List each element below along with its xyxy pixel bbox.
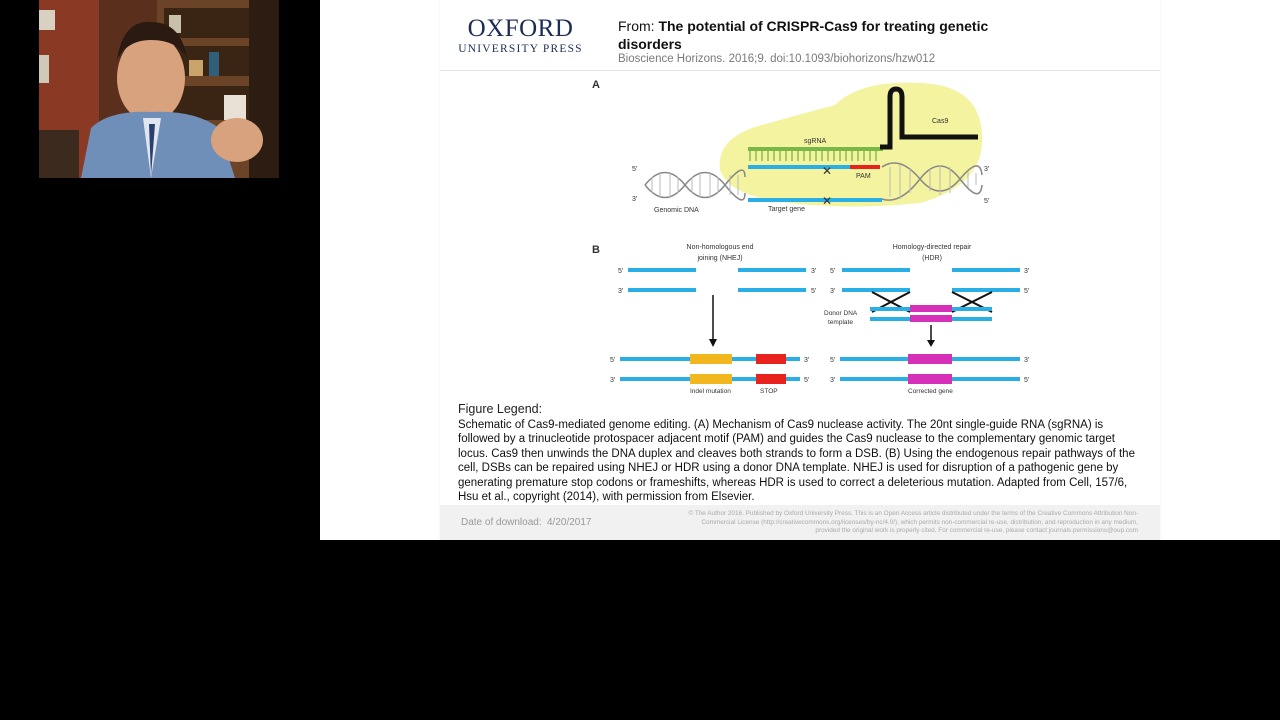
nhej-arrowhead <box>709 339 717 347</box>
figure-legend-text: Schematic of Cas9-mediated genome editin… <box>458 419 1135 504</box>
sgrna-strand <box>748 147 883 161</box>
oxford-logo: OXFORD UNIVERSITY PRESS <box>458 16 583 56</box>
hdr-end-label-4: 5' <box>1024 288 1029 295</box>
nhej-title-line1: Non-homologous end <box>687 244 754 251</box>
crispr-schematic: A <box>592 79 1029 395</box>
hdr-end-label-3: 3' <box>1024 268 1029 275</box>
nhej-break-strands <box>628 268 806 292</box>
target-strand-top <box>748 165 850 169</box>
donor-label-line2: template <box>828 319 853 326</box>
genomic-dna-right <box>881 162 983 201</box>
hdr-result-end-4: 5' <box>1024 377 1029 384</box>
nhej-result-end-4: 5' <box>804 377 809 384</box>
nhej-end-label-4: 5' <box>811 288 816 295</box>
genomic-dna-left <box>644 169 746 201</box>
hdr-end-label-2: 3' <box>830 288 835 295</box>
article-citation: Bioscience Horizons. 2016;9. doi:10.1093… <box>618 53 936 65</box>
nhej-result-end-1: 5' <box>610 357 615 364</box>
cas9-loop <box>880 86 978 150</box>
nhej-end-label-2: 3' <box>618 288 623 295</box>
hdr-result-end-1: 5' <box>830 357 835 364</box>
nhej-result-strands <box>620 354 800 384</box>
pam-site <box>850 165 880 169</box>
hdr-break-strands <box>842 268 1020 292</box>
cut-mark-bottom: ✕ <box>822 194 832 208</box>
hdr-result-strands <box>840 354 1020 384</box>
indel-mutation-label: Indel mutation <box>690 388 731 395</box>
slide-area: OXFORD UNIVERSITY PRESS From: The potent… <box>320 0 1280 540</box>
hdr-result-end-3: 3' <box>1024 357 1029 364</box>
corrected-gene-label: Corrected gene <box>908 388 953 395</box>
figure-page: OXFORD UNIVERSITY PRESS From: The potent… <box>440 0 1160 540</box>
hdr-arrowhead <box>927 340 935 347</box>
donor-template <box>870 305 992 322</box>
target-strand-bottom <box>748 198 882 202</box>
target-gene-label: Target gene <box>768 206 805 213</box>
dna-end-label-top-right: 3' <box>984 166 989 173</box>
dna-end-label-top-left: 5' <box>632 166 637 173</box>
article-title: The potential of CRISPR-Cas9 for treatin… <box>618 18 989 52</box>
crispr-figure: A <box>590 75 1040 400</box>
nhej-result-end-2: 3' <box>610 377 615 384</box>
cut-mark-top: ✕ <box>822 164 832 178</box>
hdr-result-end-2: 3' <box>830 377 835 384</box>
nhej-title-line2: joining (NHEJ) <box>696 255 742 262</box>
donor-label-line1: Donor DNA <box>824 310 858 317</box>
oxford-logo-subtitle: UNIVERSITY PRESS <box>458 43 583 55</box>
webcam-video <box>39 0 279 178</box>
dna-end-label-bottom-right: 5' <box>984 198 989 205</box>
sgrna-label: sgRNA <box>804 138 827 145</box>
figure-legend-title: Figure Legend: <box>458 402 543 416</box>
pam-label: PAM <box>856 173 871 180</box>
copyright-notice: © The Author 2016. Published by Oxford U… <box>688 510 1138 535</box>
panel-b-label: B <box>592 244 600 256</box>
cas9-protein-shape <box>719 82 983 207</box>
presenter-video-frame <box>39 0 279 178</box>
cas9-label: Cas9 <box>932 118 948 125</box>
oxford-logo-wordmark: OXFORD <box>467 15 574 42</box>
download-date-value: 4/20/2017 <box>547 517 592 528</box>
nhej-result-end-3: 3' <box>804 357 809 364</box>
stop-label: STOP <box>760 388 778 395</box>
hdr-title-line2: (HDR) <box>922 255 942 262</box>
hdr-end-label-1: 5' <box>830 268 835 275</box>
panel-a-label: A <box>592 79 600 91</box>
hdr-title-line1: Homology-directed repair <box>893 244 972 251</box>
article-header: From: The potential of CRISPR-Cas9 for t… <box>618 17 1038 53</box>
nhej-end-label-3: 3' <box>811 268 816 275</box>
nhej-end-label-1: 5' <box>618 268 623 275</box>
header-divider <box>440 70 1160 71</box>
download-date-label: Date of download: <box>461 517 542 528</box>
page-footer: Date of download: 4/20/2017 © The Author… <box>440 505 1160 540</box>
dna-end-label-bottom-left: 3' <box>632 196 637 203</box>
from-label: From: <box>618 18 655 34</box>
genomic-dna-label: Genomic DNA <box>654 207 699 214</box>
